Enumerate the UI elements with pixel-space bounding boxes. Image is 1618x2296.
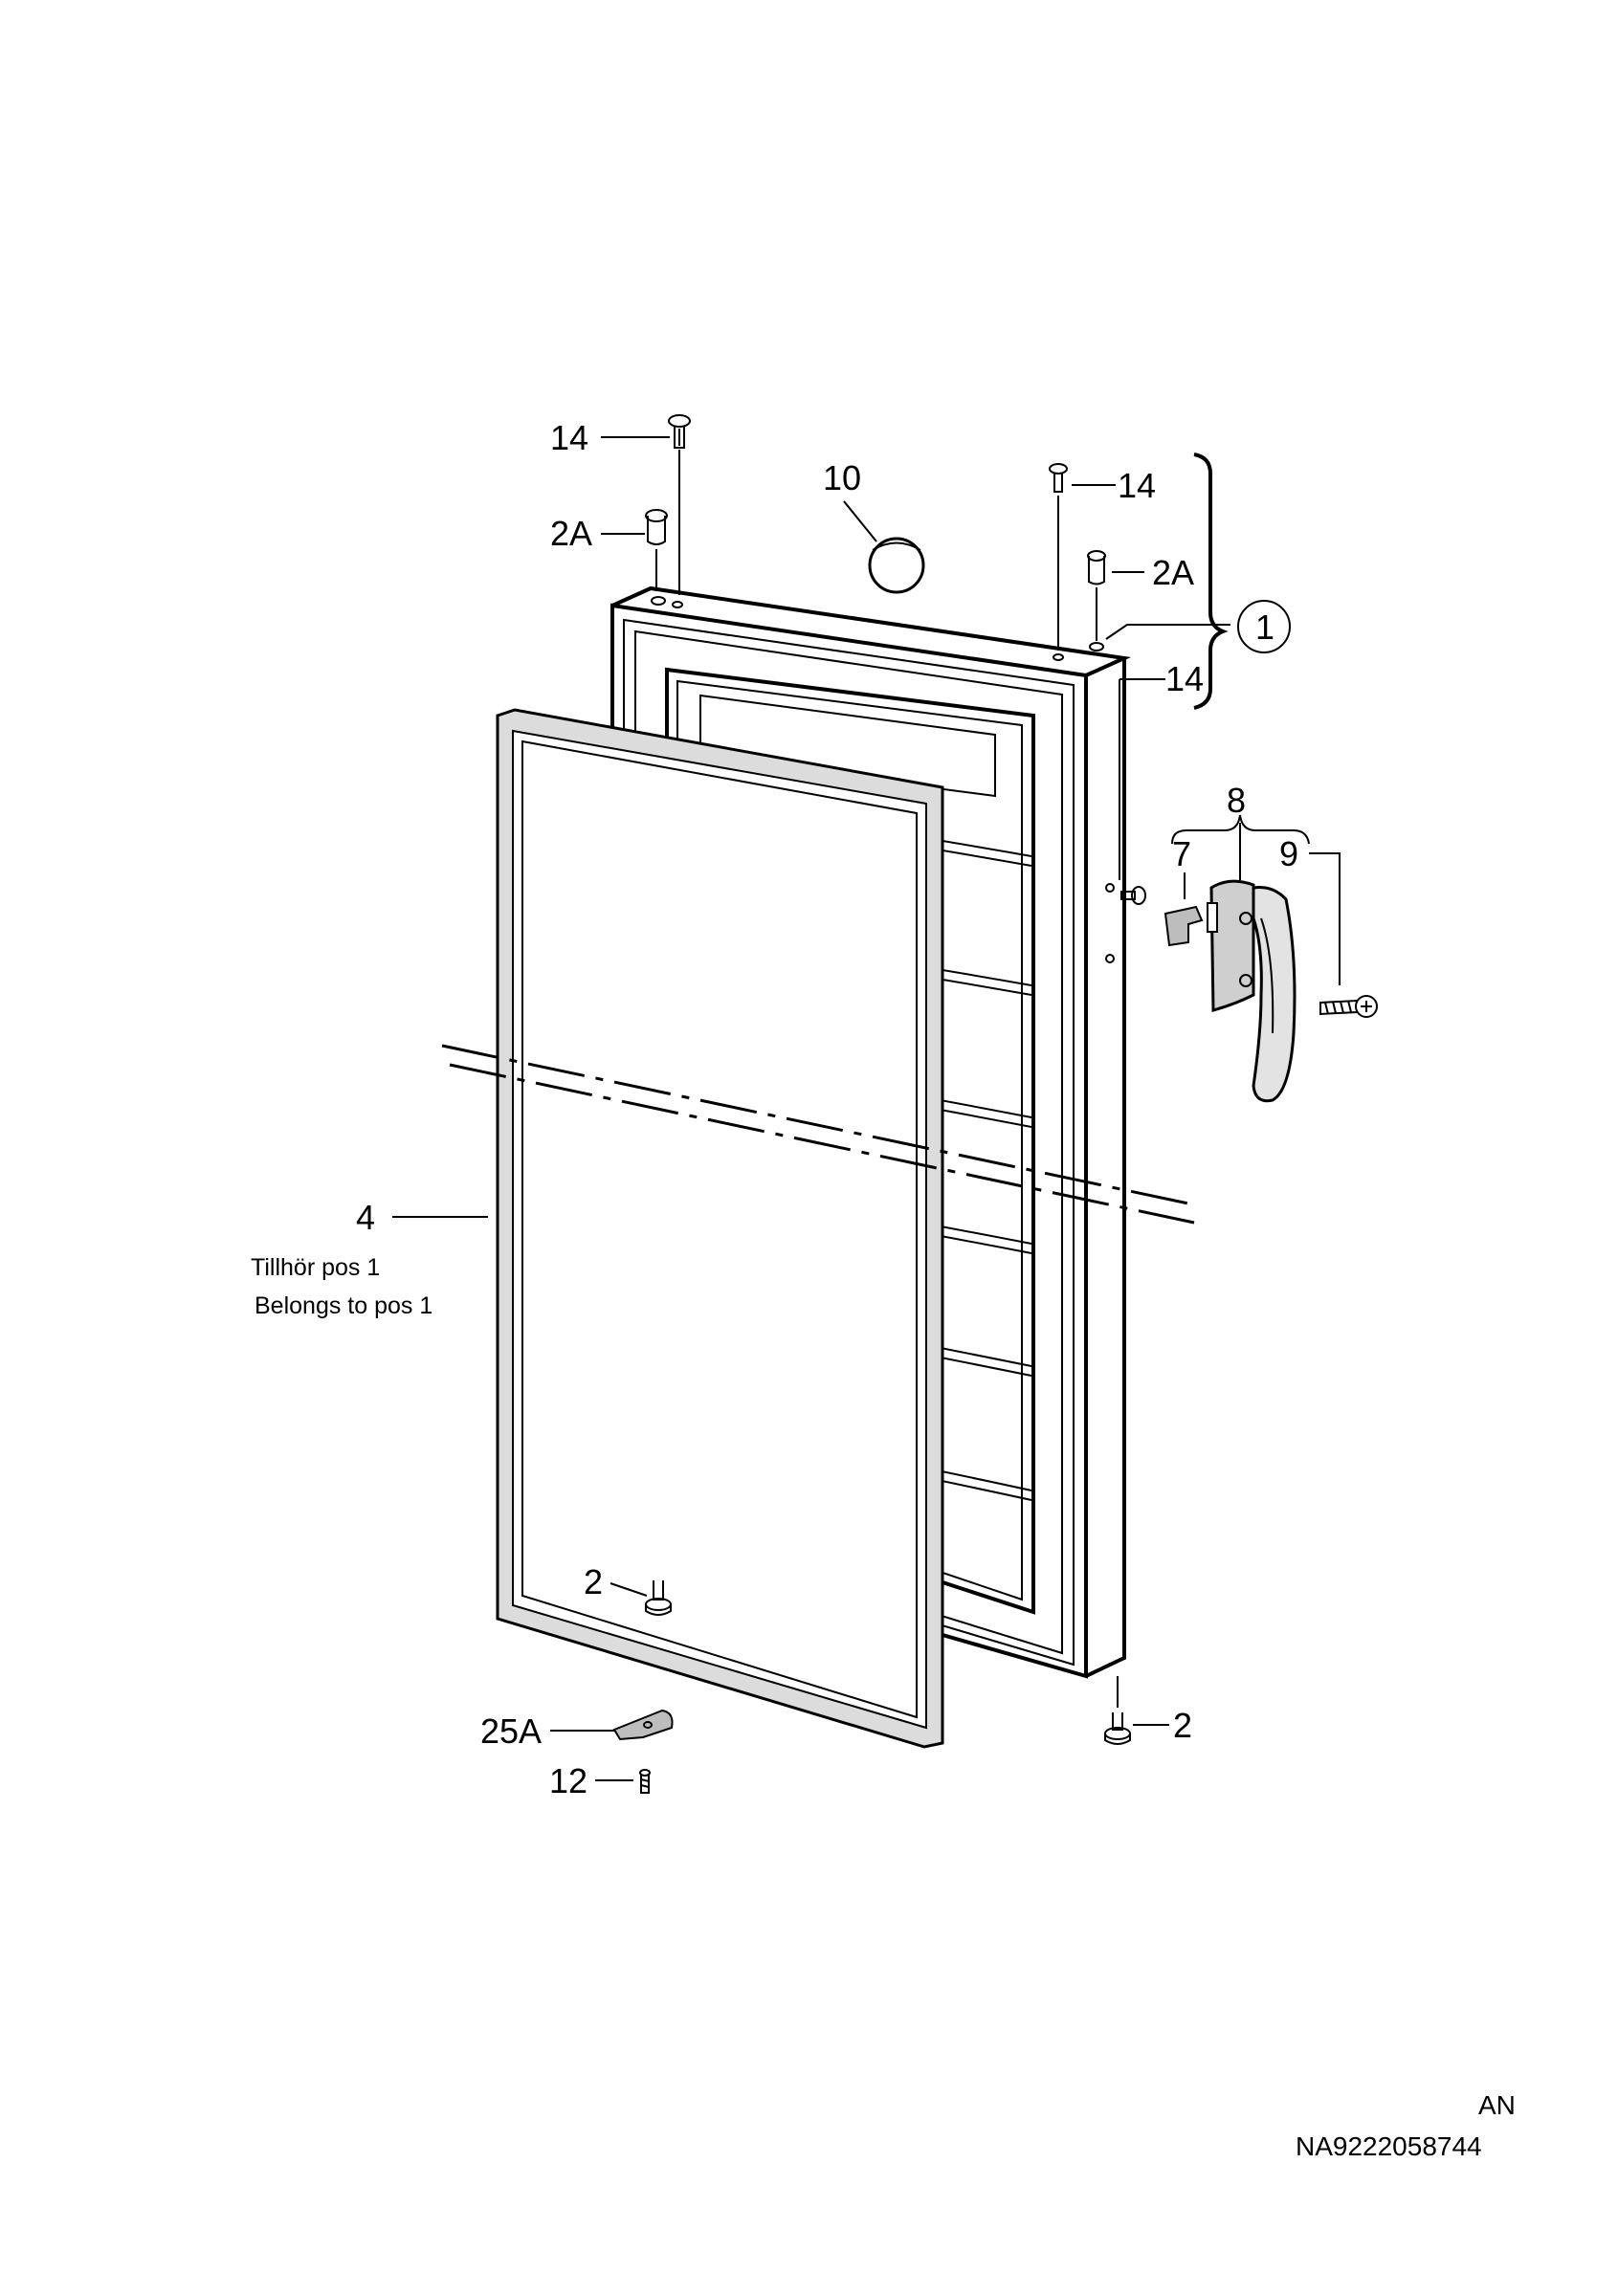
- label-14-side: 14: [1165, 659, 1204, 698]
- part-1-circle: [1237, 600, 1291, 653]
- note-english: Belongs to pos 1: [255, 1292, 432, 1319]
- note-swedish: Tillhör pos 1: [251, 1254, 380, 1281]
- label-2-left: 2: [584, 1562, 603, 1601]
- label-14-top-right: 14: [1118, 466, 1156, 505]
- leader-10: [843, 500, 877, 542]
- break-centerline: [441, 1044, 1195, 1225]
- label-12: 12: [549, 1761, 587, 1800]
- label-10: 10: [823, 458, 861, 497]
- screw-part-12: [639, 1769, 651, 1794]
- label-7: 7: [1172, 834, 1191, 873]
- label-25a: 25A: [480, 1711, 542, 1751]
- leader-1: [1105, 624, 1230, 640]
- screw-part-14-top-right: [1049, 463, 1068, 651]
- brace-group-1: [1193, 453, 1229, 710]
- pin-part-2-right: [1104, 1676, 1131, 1745]
- label-8: 8: [1227, 781, 1246, 820]
- bracket-part-25a: [612, 1709, 674, 1741]
- leader-2-left: [610, 1582, 648, 1597]
- brace-group-8: [1171, 814, 1310, 845]
- footer-variant: AN: [1478, 2090, 1516, 2120]
- screw-part-14-top-left: [668, 414, 691, 595]
- screw-part-9: [1319, 995, 1378, 1018]
- pin-part-2a-right: [1087, 550, 1106, 641]
- screw-part-14-side: [1119, 678, 1165, 905]
- handle-part-8: [1207, 879, 1297, 1103]
- label-2-right: 2: [1173, 1706, 1192, 1745]
- label-2a-left: 2A: [550, 514, 592, 553]
- label-4: 4: [356, 1198, 375, 1237]
- clip-part-7: [1164, 905, 1204, 947]
- footer-code: NA9222058744: [1296, 2131, 1482, 2161]
- leader-9: [1309, 852, 1341, 985]
- cap-part-10: [868, 537, 925, 594]
- label-14-top-left: 14: [550, 418, 588, 457]
- pin-part-2-left: [645, 1580, 672, 1616]
- pin-part-2a-left: [645, 509, 668, 591]
- label-9: 9: [1279, 834, 1298, 873]
- label-1: 1: [1255, 607, 1274, 647]
- door-gasket: [496, 708, 944, 1749]
- label-2a-right: 2A: [1152, 553, 1194, 592]
